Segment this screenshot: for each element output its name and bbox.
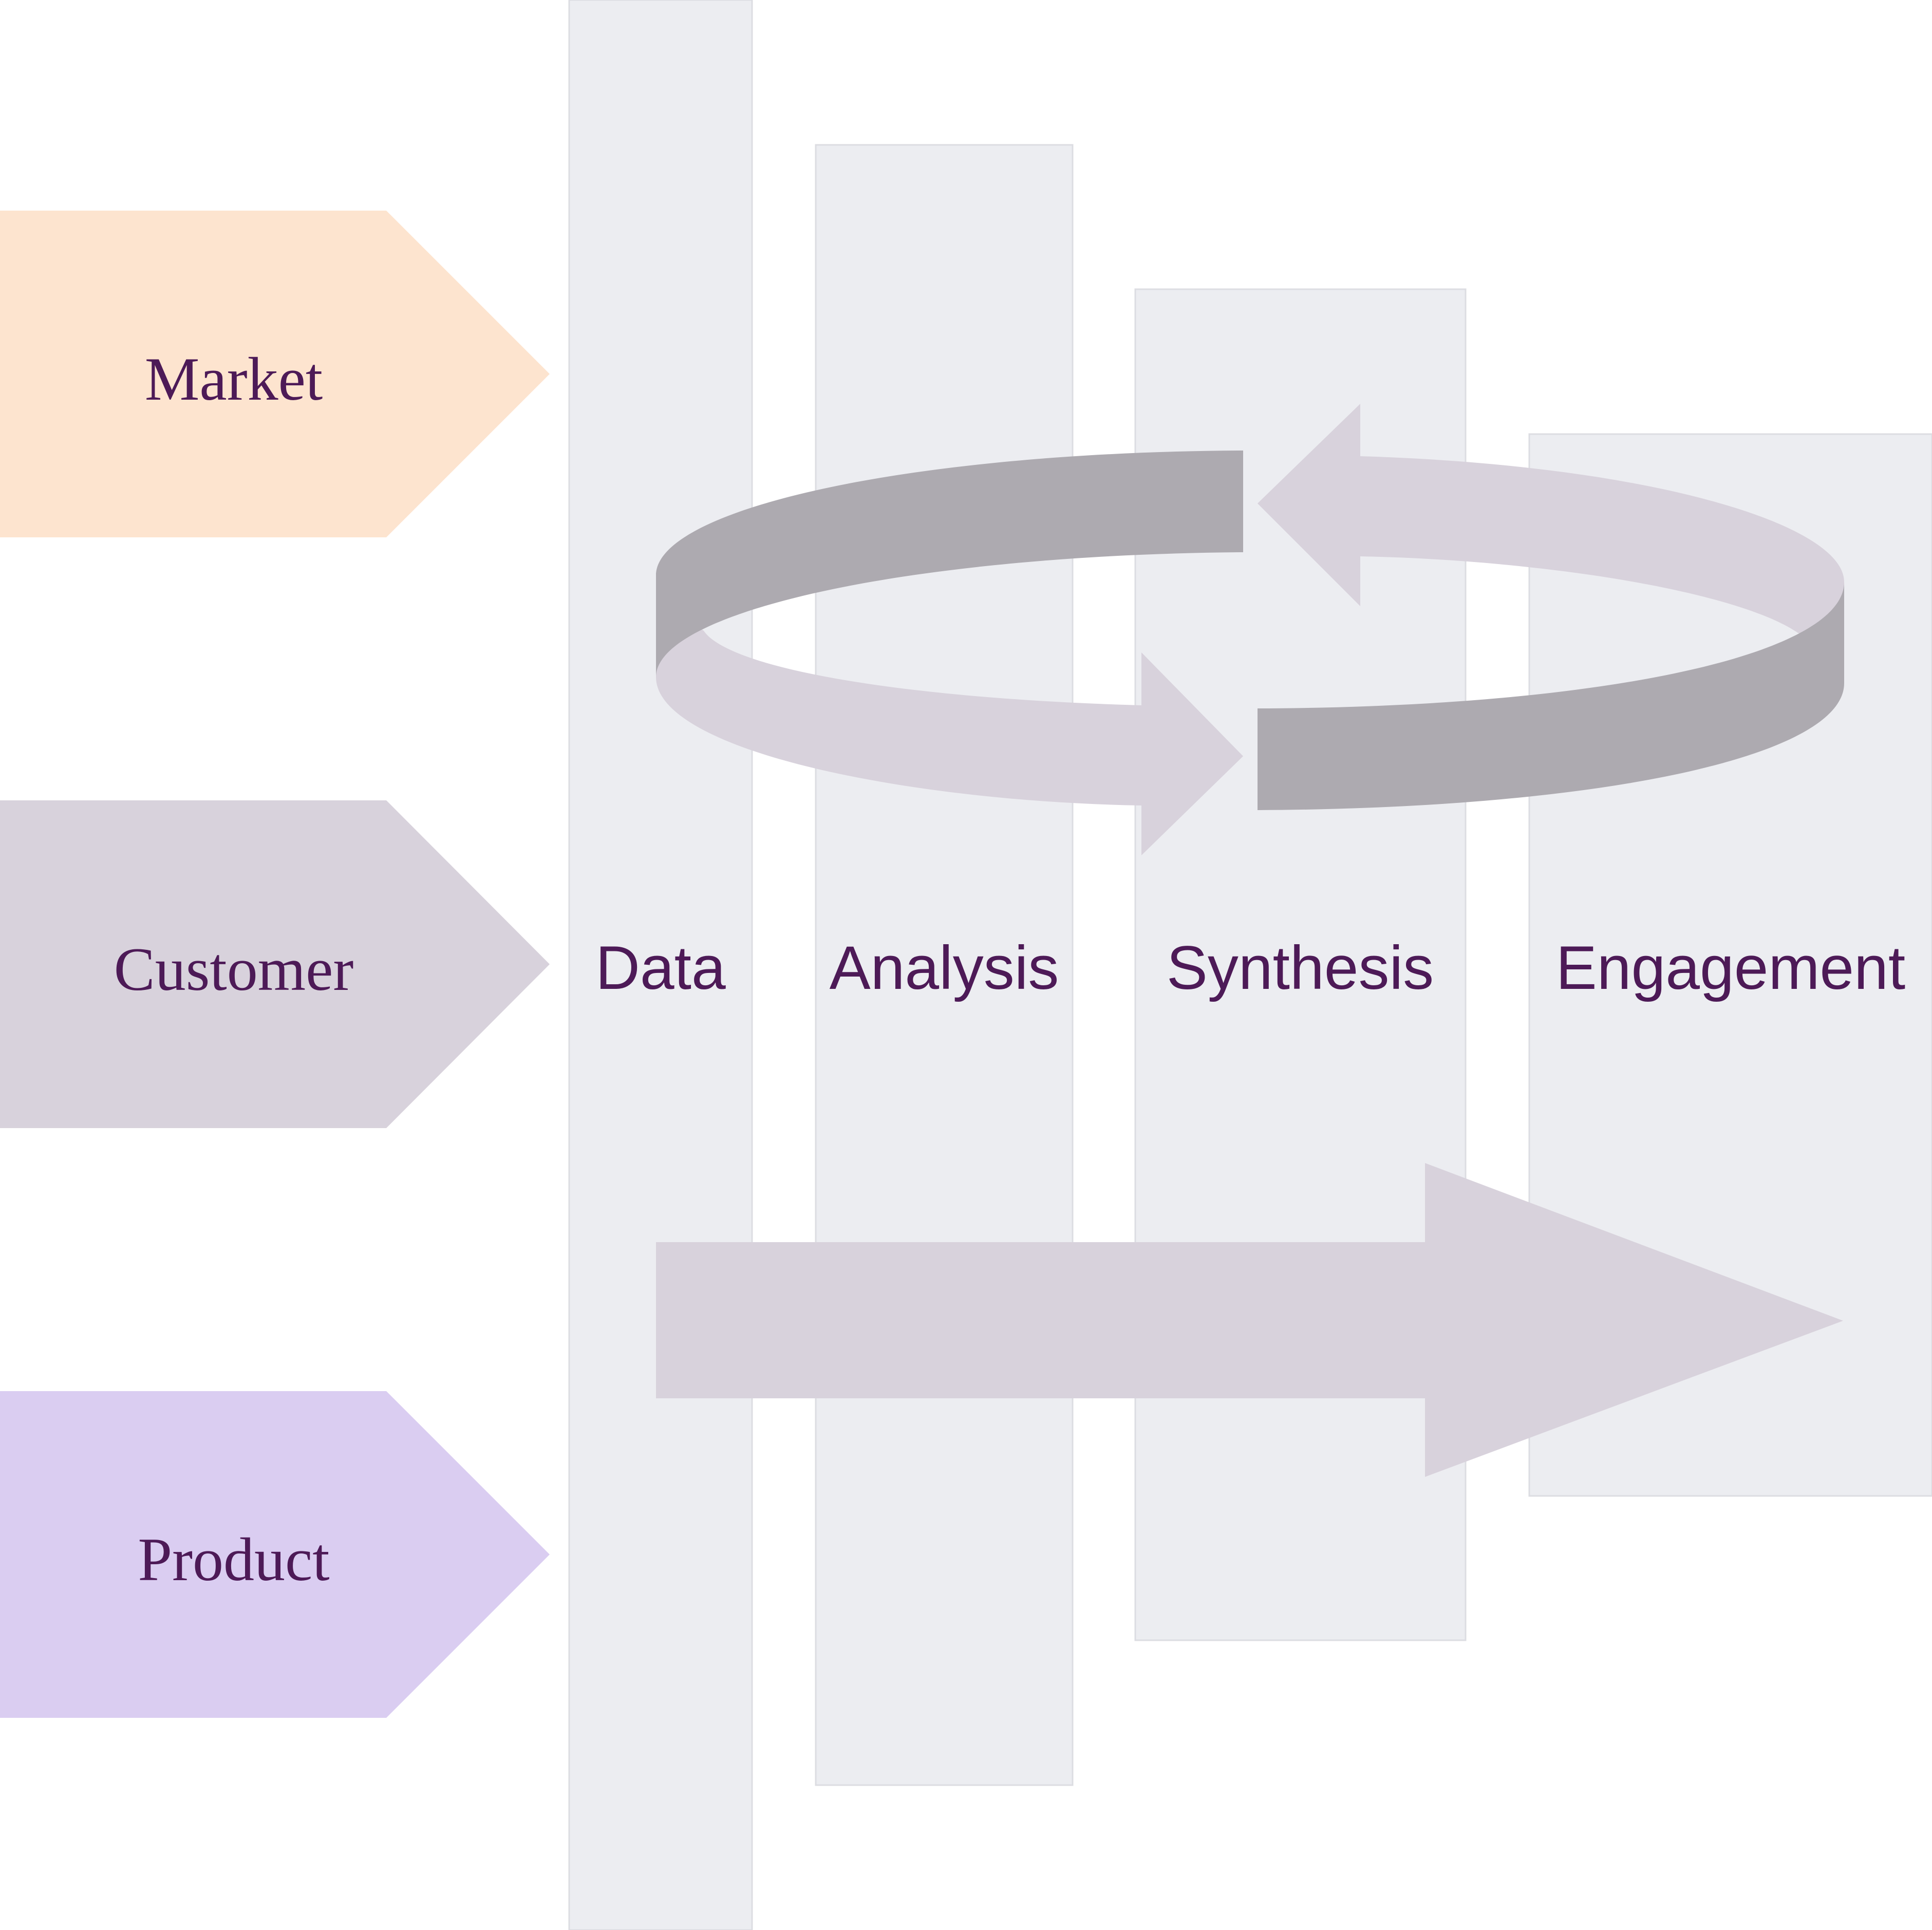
column-analysis <box>815 144 1074 1786</box>
chevron-customer: Customer <box>0 800 550 1128</box>
cycle-band-top-left <box>656 451 1243 677</box>
stage-label-data: Data <box>595 933 726 1002</box>
stage-label-analysis: Analysis <box>830 933 1059 1002</box>
chevron-market-label: Market <box>145 345 323 413</box>
chevron-product-shape <box>0 1391 550 1718</box>
chevron-product-label: Product <box>138 1525 329 1594</box>
chevron-customer-shape <box>0 800 550 1128</box>
chevron-product: Product <box>0 1391 550 1718</box>
chevron-market-shape <box>0 211 550 537</box>
chevron-market: Market <box>0 211 550 537</box>
right-arrow-icon <box>656 1163 1843 1477</box>
cycle-band-bottom-right <box>1258 582 1844 810</box>
cycle-band-top-right <box>1258 404 1844 683</box>
cycle-band-bottom-left <box>656 575 1243 855</box>
circular-arrow-icon <box>656 404 1844 855</box>
stage-label-synthesis: Synthesis <box>1167 933 1434 1002</box>
stage-label-engagement: Engagement <box>1556 933 1906 1002</box>
column-data <box>568 0 753 1930</box>
chevron-customer-label: Customer <box>114 935 354 1003</box>
